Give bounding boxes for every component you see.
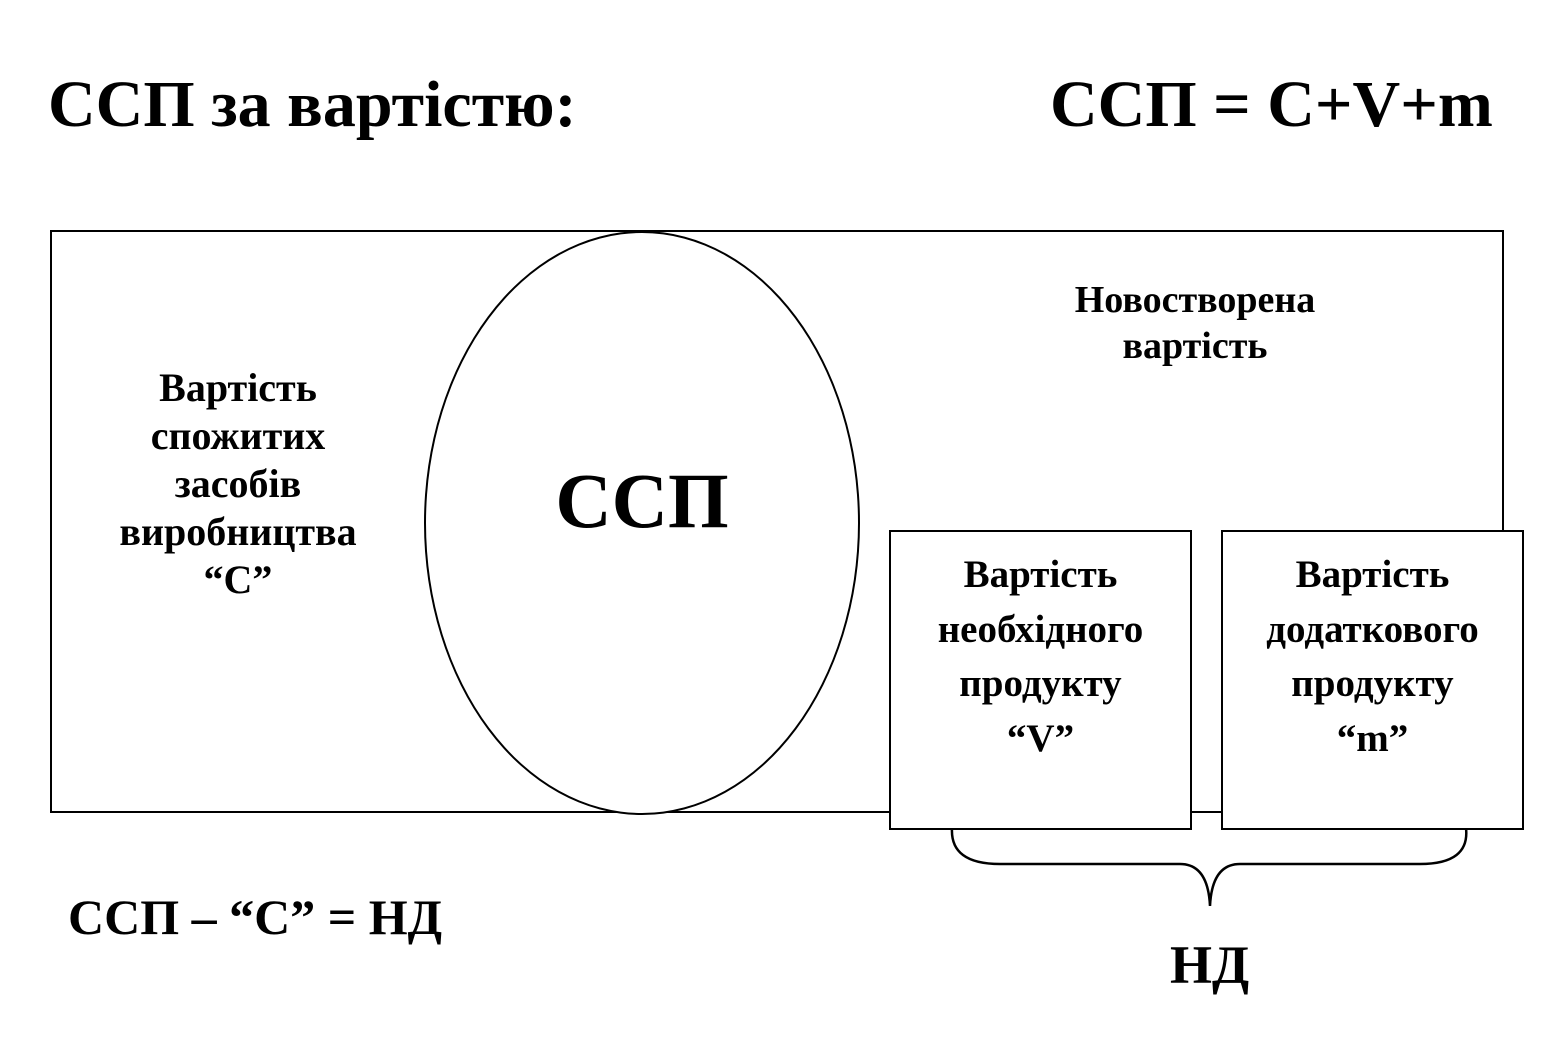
consumed-means-label: Вартість спожитих засобів виробництва “С… xyxy=(80,364,396,604)
necessary-product-line: Вартість xyxy=(963,553,1118,596)
necessary-product-label: Вартість необхідного продукту “V” xyxy=(891,548,1190,766)
surplus-product-line: “m” xyxy=(1336,716,1409,760)
necessary-product-line: “V” xyxy=(1006,716,1075,760)
surplus-product-line: Вартість xyxy=(1295,553,1450,596)
ssp-center-label: ССП xyxy=(555,457,729,544)
new-value-line: вартість xyxy=(1122,324,1268,367)
total-formula: ССП = C+V+m xyxy=(1050,68,1493,141)
surplus-product-line: додаткового xyxy=(1266,607,1479,651)
consumed-means-line: виробництва xyxy=(119,509,357,554)
national-income-label: НД xyxy=(1170,935,1250,995)
necessary-product-line: необхідного xyxy=(937,607,1144,651)
surplus-product-line: продукту xyxy=(1291,662,1454,706)
consumed-means-line: Вартість xyxy=(159,365,317,410)
consumed-means-line: засобів xyxy=(174,461,302,506)
necessary-product-box: Вартість необхідного продукту “V” xyxy=(889,530,1192,830)
new-value-label: Новостворена вартість xyxy=(1000,278,1390,369)
curly-brace-icon xyxy=(950,828,1468,907)
surplus-product-box: Вартість додаткового продукту “m” xyxy=(1221,530,1524,830)
national-income-formula: ССП – “С” = НД xyxy=(68,889,442,945)
surplus-product-label: Вартість додаткового продукту “m” xyxy=(1223,548,1522,766)
ssp-ellipse xyxy=(424,231,860,815)
consumed-means-line: спожитих xyxy=(150,413,326,458)
necessary-product-line: продукту xyxy=(959,662,1122,706)
consumed-means-line: “С” xyxy=(203,557,273,602)
total-value-box xyxy=(50,230,1504,813)
new-value-line: Новостворена xyxy=(1074,279,1316,321)
diagram-title: ССП за вартістю: xyxy=(48,68,577,141)
